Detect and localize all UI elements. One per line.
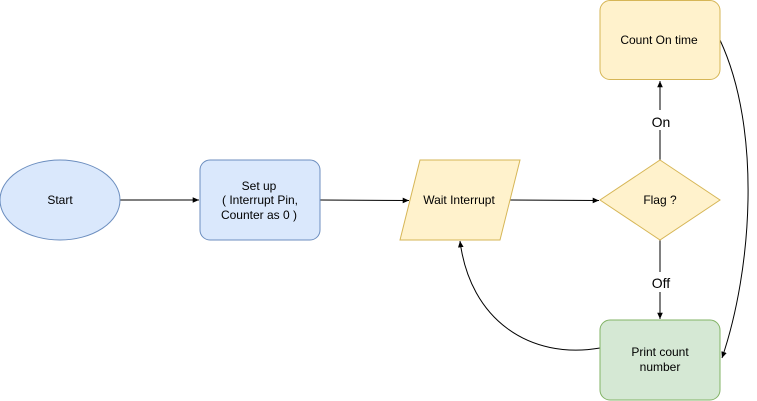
edge-label-on: On	[652, 114, 671, 130]
count-on-time-node: Count On time	[599, 0, 721, 80]
setup-label-line-1: Set up	[242, 179, 277, 193]
edge-print-to-wait	[458, 240, 601, 351]
setup-label-line-3: Counter as 0 )	[221, 208, 297, 222]
wait-interrupt-label: Wait Interrupt	[423, 193, 495, 207]
edge-count-to-print	[719, 39, 749, 359]
flag-label: Flag ?	[643, 193, 677, 207]
flag-decision-node: Flag ?	[599, 159, 721, 241]
print-count-node: Print count number	[599, 319, 721, 401]
edge-wait-to-flag	[509, 197, 600, 204]
print-count-label-line-2: number	[640, 360, 681, 374]
setup-node: Set up ( Interrupt Pin, Counter as 0 )	[199, 159, 321, 241]
edge-setup-to-wait	[319, 197, 410, 204]
count-on-time-label: Count On time	[620, 33, 698, 47]
setup-label-line-2: ( Interrupt Pin,	[222, 193, 298, 207]
edge-label-off: Off	[652, 275, 671, 291]
print-count-label-line-1: Print count	[631, 345, 689, 359]
start-node: Start	[0, 159, 121, 241]
start-label: Start	[47, 193, 73, 207]
wait-interrupt-node: Wait Interrupt	[399, 159, 521, 241]
